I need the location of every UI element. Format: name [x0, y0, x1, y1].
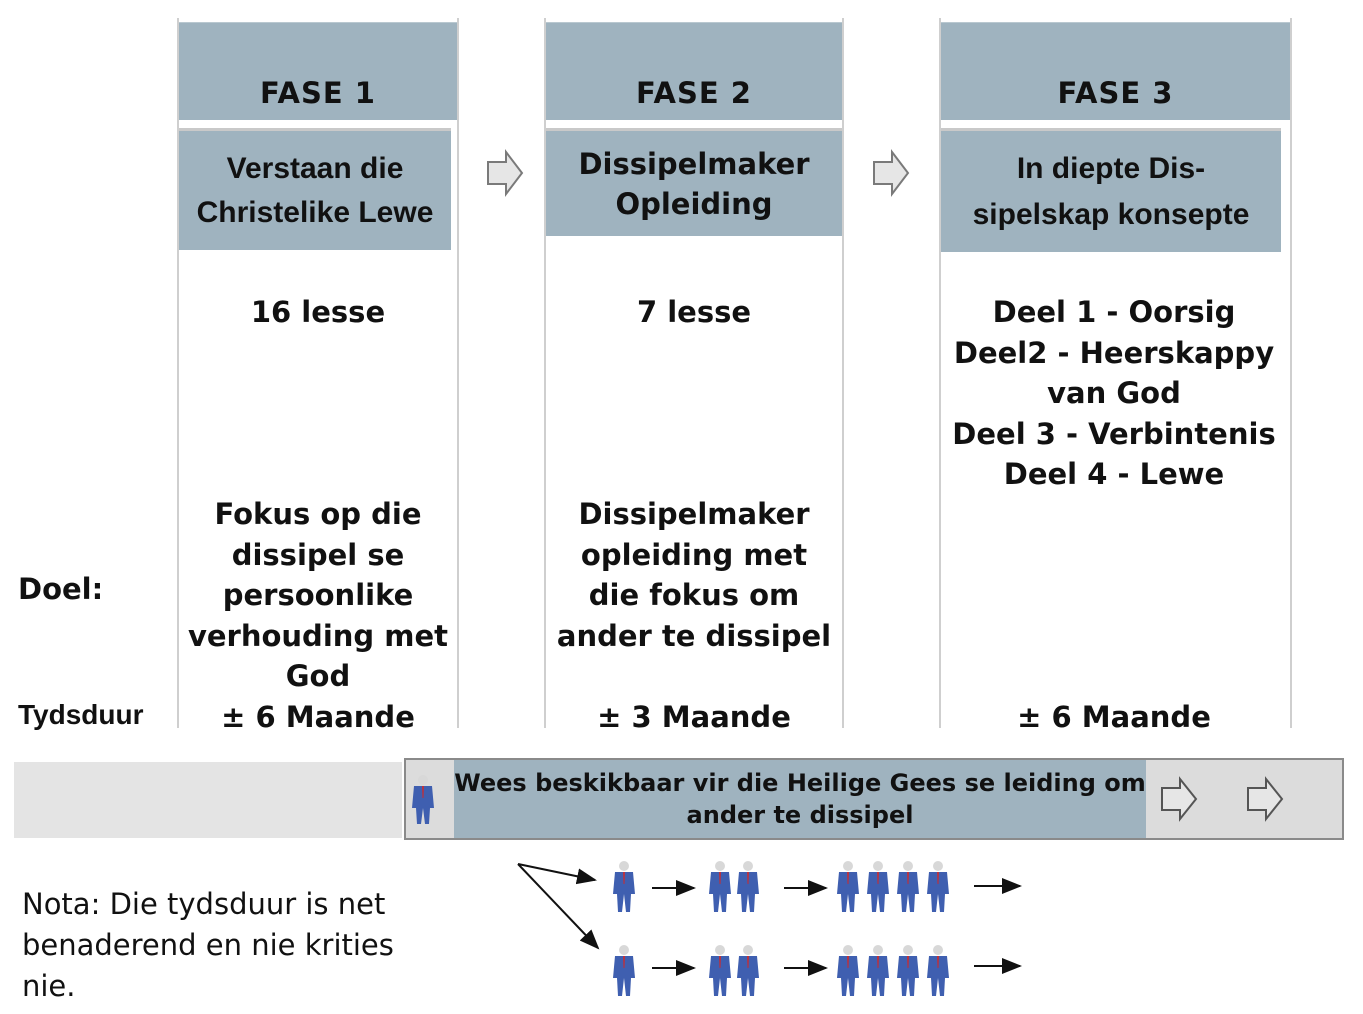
arrow-right-icon — [1246, 776, 1284, 826]
phase-1-name: Verstaan die Christelike Lewe — [179, 128, 451, 250]
branch-arrow — [517, 863, 600, 950]
person-icon — [410, 774, 436, 826]
phase-2-column: FASE 2 Dissipelmaker Opleiding — [544, 18, 844, 728]
grey-band — [14, 762, 402, 838]
phase-2-duration: ± 3 Maande — [597, 700, 791, 734]
phase-2-name: Dissipelmaker Opleiding — [546, 128, 842, 236]
phase-1-column: FASE 1 Verstaan die Christelike Lewe — [177, 18, 459, 728]
person-icon — [897, 861, 919, 912]
person-icon — [867, 861, 889, 912]
person-icon — [927, 945, 949, 996]
arrow-right-icon — [486, 148, 524, 198]
phase-2-title: FASE 2 — [546, 22, 842, 120]
person-icon — [867, 945, 889, 996]
person-icon — [897, 945, 919, 996]
phase-3-column: FASE 3 In diepte Dis- sipelskap konsepte — [939, 18, 1292, 728]
phase-3-lessons: Deel 1 - Oorsig Deel2 - Heerskappy van G… — [952, 295, 1276, 491]
goal-label: Doel: — [18, 572, 104, 606]
phase-1-lessons: 16 lesse — [250, 295, 386, 329]
person-icon — [613, 945, 635, 996]
person-icon — [927, 861, 949, 912]
phase-3-duration: ± 6 Maande — [1017, 700, 1211, 734]
arrow-right-icon — [1160, 776, 1198, 826]
duration-label: Tydsduur — [18, 699, 144, 730]
person-icon — [613, 861, 635, 912]
phase-1-goal: Fokus op die dissipel se persoonlike ver… — [187, 497, 449, 693]
phase-2-lessons: 7 lesse — [636, 295, 752, 329]
holy-spirit-banner: Wees beskikbaar vir die Heilige Gees se … — [404, 758, 1344, 840]
phase-2-goal: Dissipelmaker opleiding met die fokus om… — [556, 497, 832, 653]
person-icon — [709, 861, 731, 912]
branch-arrow — [517, 863, 597, 885]
multiplication-illustration — [517, 861, 1022, 996]
person-icon — [837, 861, 859, 912]
person-icon — [709, 945, 731, 996]
person-icon — [737, 945, 759, 996]
banner-text: Wees beskikbaar vir die Heilige Gees se … — [454, 760, 1146, 838]
note-text: Nota: Die tydsduur is net benaderend en … — [22, 887, 394, 1003]
person-icon — [737, 861, 759, 912]
phase-1-title: FASE 1 — [179, 22, 457, 120]
phase-3-title: FASE 3 — [941, 22, 1290, 120]
phase-3-name: In diepte Dis- sipelskap konsepte — [941, 128, 1281, 252]
person-icon — [837, 945, 859, 996]
phase-1-duration: ± 6 Maande — [221, 700, 415, 734]
arrow-right-icon — [872, 148, 910, 198]
